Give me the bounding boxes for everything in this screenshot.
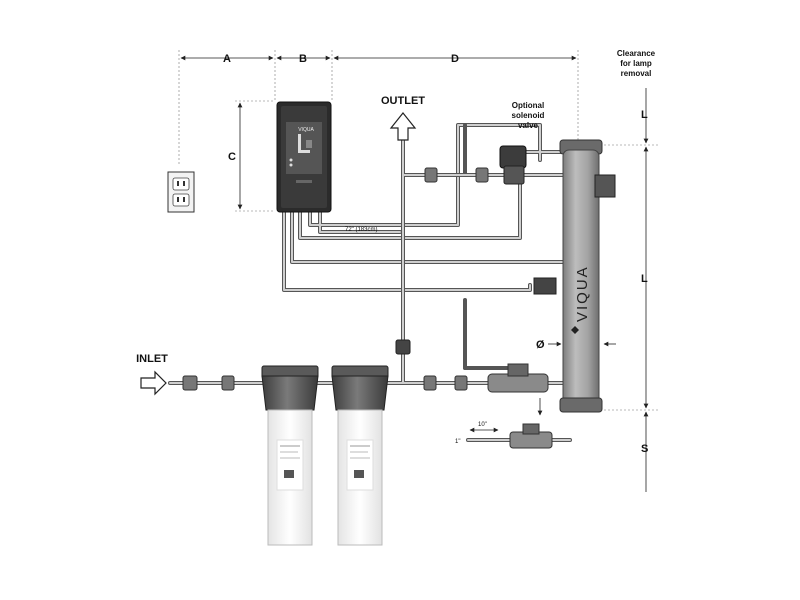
controller-logo: VIQUA [298,127,314,133]
wall-receptacle-icon [167,171,195,213]
inline-valves [182,167,489,391]
flow-sensor [487,363,549,393]
inlet-label: INLET [136,353,168,365]
solenoid-line-1: Optional [512,101,544,110]
diameter-label: Ø [536,339,545,351]
dimension-lines [178,50,660,492]
uv-sensor-box [533,277,557,295]
clearance-line-1: Clearance [617,49,656,58]
pipe-size-label: 1" [455,439,460,445]
filter-housing-2 [331,365,389,546]
dimension-l-top-label: L [641,109,648,121]
dimension-d-label: D [451,53,459,65]
outlet-label: OUTLET [381,95,425,107]
filter-housing-1 [261,365,319,546]
outlet-arrow-icon [389,112,417,141]
straight-run-detail [466,423,572,449]
dimension-c-label: C [228,151,236,163]
controller-unit: VIQUA [276,101,332,213]
solenoid-line-3: valve [518,121,539,130]
clearance-note: Clearance for lamp removal [617,49,656,78]
dimension-a-label: A [223,53,231,65]
solenoid-label: Optional solenoid valve [512,101,545,130]
straight-run-label: 10" [478,422,487,428]
uv-reactor: VIQUA [559,139,616,413]
inlet-arrow-icon [140,370,167,396]
dimension-l-label: L [641,273,648,285]
solenoid-valve [499,145,527,185]
clearance-line-2: for lamp [620,59,652,68]
clearance-line-3: removal [621,69,652,78]
solenoid-line-2: solenoid [512,111,545,120]
dimension-s-label: S [641,443,648,455]
dimension-b-label: B [299,53,307,65]
viqua-logo: VIQUA [574,265,591,322]
cord-length-label: 72" (183cm) [345,227,377,233]
